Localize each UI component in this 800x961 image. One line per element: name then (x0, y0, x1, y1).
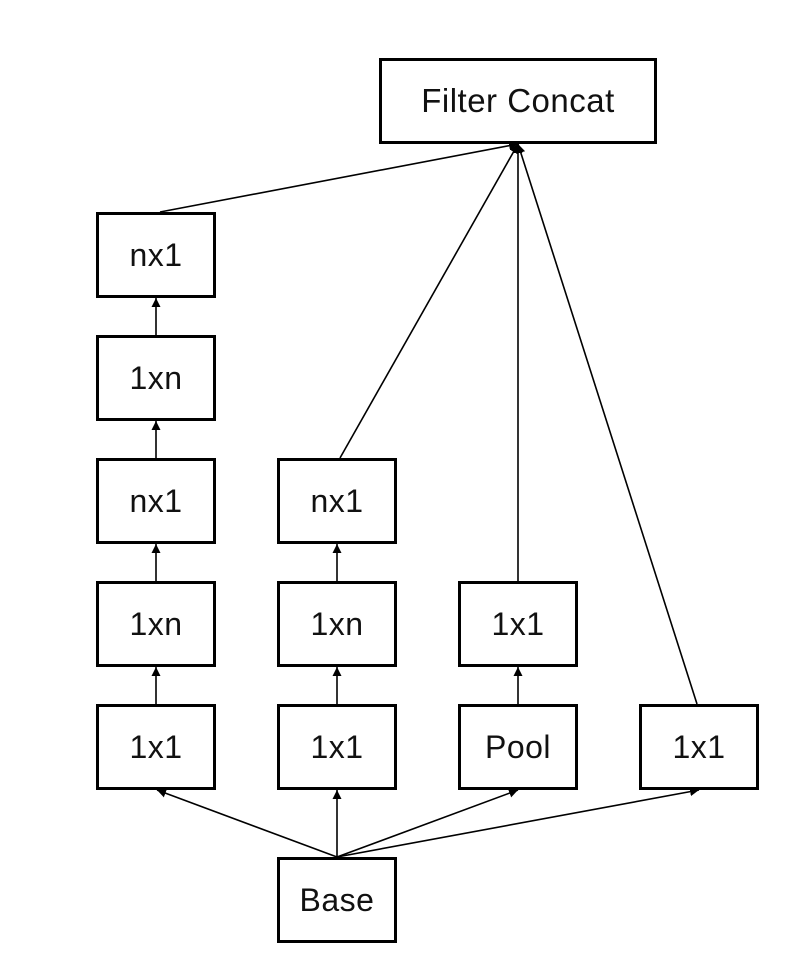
edge-branch4-to-concat (516, 143, 698, 705)
branch2-1x1-label: 1x1 (310, 728, 364, 765)
branch1-1xn-label: 1xn (129, 605, 183, 642)
edge-base-to-branch3-pool (336, 788, 519, 858)
branch2-nx1-node: nx1 (277, 458, 397, 544)
branch1-1xn-top-label: 1xn (129, 359, 183, 396)
branch1-nx1-top-node: nx1 (96, 212, 216, 298)
base-node: Base (277, 857, 397, 943)
filter-concat-node: Filter Concat (379, 58, 657, 144)
branch4-1x1-label: 1x1 (672, 728, 726, 765)
edge-branch1-to-concat (159, 141, 519, 213)
branch3-1x1-node: 1x1 (458, 581, 578, 667)
branch2-1xn-node: 1xn (277, 581, 397, 667)
branch1-nx1-label: nx1 (129, 482, 183, 519)
filter-concat-label: Filter Concat (421, 82, 615, 119)
branch3-pool-label: Pool (484, 728, 552, 765)
branch1-nx1-node: nx1 (96, 458, 216, 544)
branch1-1x1-label: 1x1 (129, 728, 183, 765)
edge-base-to-branch4-1x1 (336, 787, 700, 858)
edge-branch2-to-concat (339, 143, 519, 459)
branch1-1xn-top-node: 1xn (96, 335, 216, 421)
branch3-pool-node: Pool (458, 704, 578, 790)
branch1-nx1-top-label: nx1 (129, 236, 183, 273)
branch3-1x1-label: 1x1 (491, 605, 545, 642)
branch2-1xn-label: 1xn (310, 605, 364, 642)
branch2-1x1-node: 1x1 (277, 704, 397, 790)
branch4-1x1-node: 1x1 (639, 704, 759, 790)
branch2-nx1-label: nx1 (310, 482, 364, 519)
branch1-1x1-node: 1x1 (96, 704, 216, 790)
base-label: Base (299, 881, 375, 918)
branch1-1xn-node: 1xn (96, 581, 216, 667)
edge-base-to-branch1-1x1 (156, 788, 338, 858)
